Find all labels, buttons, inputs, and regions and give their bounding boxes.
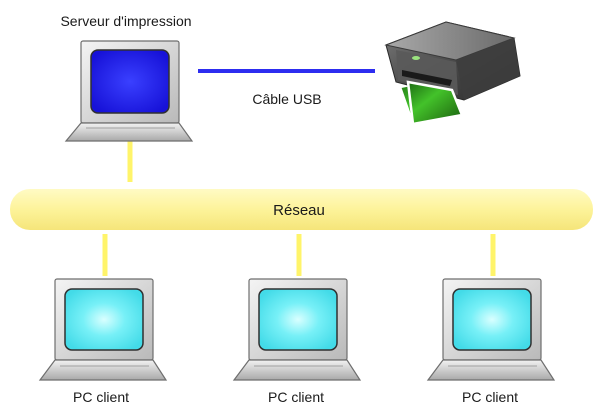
server-monitor-screen [90,49,170,114]
client-2-label: PC client [268,389,324,405]
client-1-monitor-screen [64,288,144,351]
printer-icon [384,21,521,126]
usb-cable: Câble USB [198,69,375,107]
connector-lines [102,141,496,276]
network-bar: Réseau [10,189,593,230]
client-2-monitor-screen [258,288,338,351]
usb-cable-label: Câble USB [252,91,321,107]
client-computer-1: PC client [38,278,168,405]
server-keyboard-base [64,122,194,142]
client-1-keyboard-base [38,359,168,381]
client-3-keyboard-base [426,359,556,381]
client-3-label: PC client [462,389,518,405]
client-2-keyboard-base [232,359,362,381]
client-3-monitor-screen [452,288,532,351]
client-computer-3: PC client [426,278,556,405]
client-1-label: PC client [73,389,129,405]
network-label: Réseau [273,202,325,219]
client-computer-2: PC client [232,278,362,405]
print-server-computer: Serveur d'impression [60,13,194,142]
server-label: Serveur d'impression [60,13,191,29]
